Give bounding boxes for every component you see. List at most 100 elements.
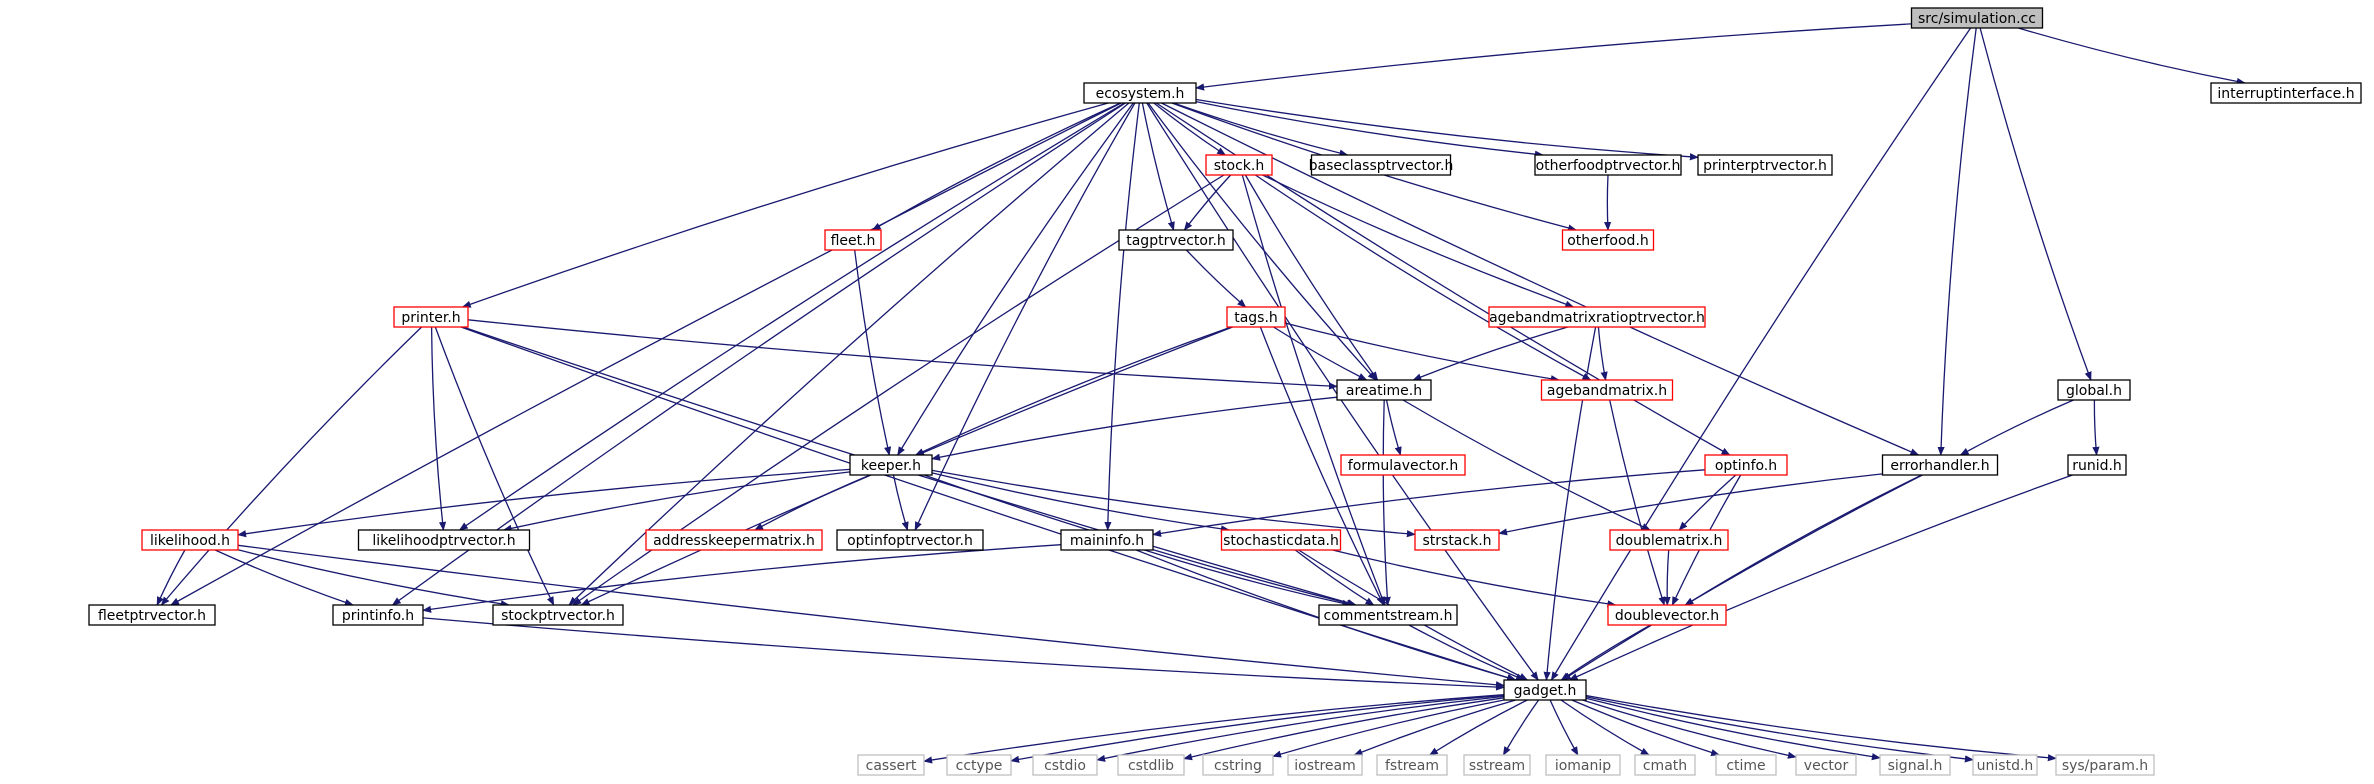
node-box-cstring [1202,754,1274,776]
dependency-edge-tags-commentstream [1259,326,1385,606]
node-label-strstack: strstack.h [1422,533,1491,549]
node-label-errorhandler: errorhandler.h [1890,458,1989,474]
node-doublematrix[interactable]: doublematrix.h [1609,529,1729,551]
node-label-printerptrvector: printerptrvector.h [1703,158,1827,174]
node-runid[interactable]: runid.h [2067,454,2127,476]
node-otherfoodptrvector[interactable]: otherfoodptrvector.h [1534,154,1682,176]
node-label-global: global.h [2066,383,2122,399]
node-stochasticdata[interactable]: stochasticdata.h [1220,529,1342,551]
node-tagptrvector[interactable]: tagptrvector.h [1118,229,1234,251]
dependency-edge-agebandmatrixratioptrvector-agebandmatrix [1597,326,1608,381]
node-optinfoptrvector[interactable]: optinfoptrvector.h [836,529,984,551]
dependency-edge-gadget-cstdio [1096,695,1505,762]
node-strstack[interactable]: strstack.h [1414,529,1500,551]
node-fleet[interactable]: fleet.h [824,229,882,251]
node-label-doublevector: doublevector.h [1615,608,1719,624]
node-iomanip: iomanip [1545,754,1621,776]
dependency-edge-tags-keeper [914,326,1232,456]
node-box-cassert [857,754,925,776]
node-doublevector[interactable]: doublevector.h [1607,604,1727,626]
dependency-edge-gadget-cmath [1560,699,1650,756]
node-printinfo[interactable]: printinfo.h [332,604,424,626]
node-label-cctype: cctype [956,758,1003,774]
node-box-runid [2067,454,2127,476]
node-label-commentstream: commentstream.h [1324,608,1453,624]
dependency-edge-ecosystem-tagptrvector [1141,102,1175,231]
dependency-edge-ecosystem-baseclassptrvector [1173,102,1349,157]
dependency-edge-stock-tagptrvector [1183,174,1232,231]
node-global[interactable]: global.h [2057,379,2131,401]
dependency-edge-runid-gadget [1568,474,2073,681]
node-areatime[interactable]: areatime.h [1336,379,1432,401]
node-box-simulation [1910,7,2044,29]
dependency-edge-likelihood-gadget [237,544,1505,689]
node-fleetptrvector[interactable]: fleetptrvector.h [88,604,216,626]
node-box-optinfoptrvector [836,529,984,551]
node-likelihood[interactable]: likelihood.h [141,529,239,551]
node-box-likelihood [141,529,239,551]
node-label-iostream: iostream [1294,758,1356,774]
dependency-edge-agebandmatrix-doublevector [1609,399,1666,606]
dependency-edge-simulation-errorhandler [1937,27,1977,456]
node-gadget[interactable]: gadget.h [1503,679,1587,701]
node-box-cctype [946,754,1012,776]
node-formulavector[interactable]: formulavector.h [1340,454,1466,476]
node-agebandmatrixratioptrvector[interactable]: agebandmatrixratioptrvector.h [1488,306,1706,328]
node-label-printinfo: printinfo.h [342,608,414,624]
dependency-edge-ecosystem-keeper [897,102,1134,456]
dependency-edge-likelihood-stockptrvector [237,549,510,608]
dependency-edge-simulation-global [1979,27,2092,381]
node-label-tagptrvector: tagptrvector.h [1126,233,1226,249]
node-interruptinterface[interactable]: interruptinterface.h [2210,82,2362,104]
node-box-stochasticdata [1220,529,1342,551]
dependency-edge-fleet-keeper [854,249,892,456]
node-ecosystem[interactable]: ecosystem.h [1083,82,1197,104]
node-agebandmatrix[interactable]: agebandmatrix.h [1540,379,1674,401]
node-commentstream[interactable]: commentstream.h [1318,604,1458,626]
node-box-ecosystem [1083,82,1197,104]
dependency-edge-ecosystem-stock [1153,102,1227,156]
node-label-fstream: fstream [1385,758,1439,774]
node-label-agebandmatrix: agebandmatrix.h [1547,383,1667,399]
node-box-printerptrvector [1697,154,1833,176]
node-label-iomanip: iomanip [1555,758,1611,774]
node-label-keeper: keeper.h [861,458,921,474]
node-unistd: unistd.h [1972,754,2038,776]
node-box-cstdio [1032,754,1098,776]
node-stock[interactable]: stock.h [1205,154,1273,176]
node-ctime: ctime [1715,754,1777,776]
dependency-edge-areatime-doublematrix [1402,399,1651,531]
node-tags[interactable]: tags.h [1226,306,1286,328]
dependency-edge-global-runid [2092,399,2100,456]
node-label-interruptinterface: interruptinterface.h [2217,86,2354,102]
node-sstream: sstream [1463,754,1531,776]
node-stockptrvector[interactable]: stockptrvector.h [492,604,624,626]
dependency-edge-gadget-sstream [1502,699,1540,756]
dependency-edge-global-errorhandler [1959,399,2074,456]
dependency-edge-simulation-ecosystem [1195,23,1912,91]
node-maininfo[interactable]: maininfo.h [1060,529,1154,551]
node-box-sstream [1463,754,1531,776]
node-baseclassptrvector[interactable]: baseclassptrvector.h [1309,154,1454,176]
dependency-edge-optinfo-doublematrix [1678,474,1737,531]
node-otherfood[interactable]: otherfood.h [1561,229,1655,251]
dependency-edge-printer-stockptrvector [434,326,555,606]
node-errorhandler[interactable]: errorhandler.h [1881,454,1999,476]
node-label-cmath: cmath [1643,758,1687,774]
node-label-optinfo: optinfo.h [1715,458,1777,474]
node-printer[interactable]: printer.h [393,306,469,328]
node-label-cassert: cassert [866,758,917,774]
node-box-printer [393,306,469,328]
node-optinfo[interactable]: optinfo.h [1704,454,1788,476]
node-likelihoodptrvector[interactable]: likelihoodptrvector.h [357,529,531,551]
dependency-edge-keeper-stochasticdata [931,472,1230,533]
dependency-edge-tagptrvector-tags [1185,249,1247,308]
node-box-addresskeepermatrix [645,529,823,551]
dependency-edge-ecosystem-printer [461,102,1109,308]
node-addresskeepermatrix[interactable]: addresskeepermatrix.h [645,529,823,551]
node-keeper[interactable]: keeper.h [849,454,933,476]
node-printerptrvector[interactable]: printerptrvector.h [1697,154,1833,176]
node-box-commentstream [1318,604,1458,626]
node-label-formulavector: formulavector.h [1348,458,1458,474]
node-simulation[interactable]: src/simulation.cc [1910,7,2044,29]
